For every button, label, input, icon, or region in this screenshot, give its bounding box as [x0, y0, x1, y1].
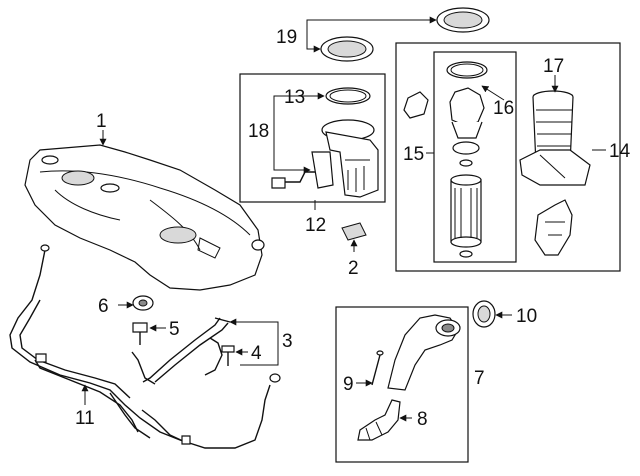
callout-labels: 1 2 3 4 5 6 7 8 9 10 11 12 13 14 15 16 1… [75, 27, 631, 430]
callout-15: 15 [403, 144, 424, 165]
leader-lines [81, 16, 606, 422]
callout-3: 3 [282, 331, 293, 352]
callout-14: 14 [609, 141, 631, 162]
fuel-cap-10 [472, 300, 496, 328]
grommet-6 [132, 295, 154, 311]
callout-16: 16 [493, 98, 514, 119]
filter-assembly-box [395, 42, 621, 272]
bolt-4 [221, 345, 235, 366]
bracket-part [534, 199, 573, 256]
bolt-5 [132, 322, 148, 345]
seal-rings-19 [320, 7, 490, 62]
callout-7: 7 [474, 368, 485, 389]
filter-sub-box [433, 51, 517, 263]
clip-connector [403, 91, 429, 119]
callout-11: 11 [75, 408, 95, 429]
fuel-filter-assembly [446, 61, 488, 258]
callout-9: 9 [343, 374, 354, 395]
tank-straps [131, 317, 231, 385]
filler-neck [357, 314, 461, 441]
callout-18: 18 [248, 121, 269, 142]
callout-13: 13 [284, 87, 305, 108]
sender-pad-2 [341, 222, 367, 241]
callout-8: 8 [417, 409, 428, 430]
callout-17: 17 [543, 56, 564, 77]
pump-assembly-box [239, 73, 386, 203]
callout-10: 10 [516, 306, 537, 327]
callout-6: 6 [98, 296, 109, 317]
filler-neck-box [335, 306, 469, 463]
fuel-lines [9, 244, 281, 449]
fuel-pump-assembly [271, 87, 379, 198]
fuel-tank [24, 144, 265, 291]
callout-12: 12 [305, 215, 326, 236]
callout-5: 5 [169, 319, 180, 340]
callout-4: 4 [251, 343, 262, 364]
callout-19: 19 [276, 27, 297, 48]
callout-1: 1 [96, 111, 107, 132]
filter-housing-17 [519, 90, 591, 186]
callout-2: 2 [348, 258, 359, 279]
